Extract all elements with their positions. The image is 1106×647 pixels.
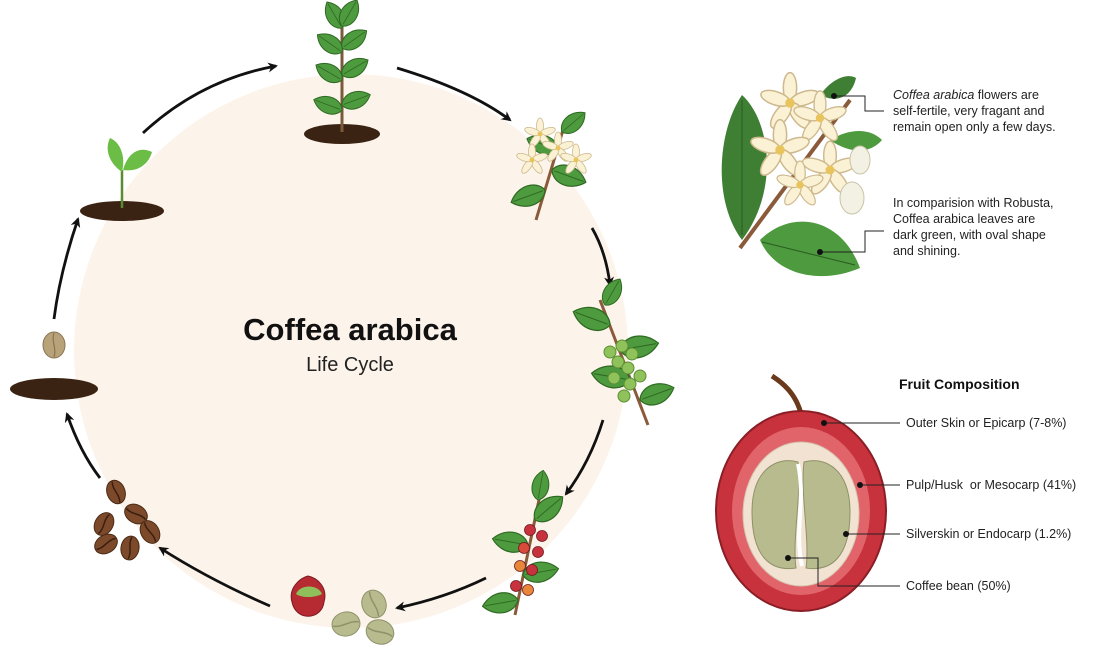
leaf-note-line4: and shining. xyxy=(893,243,1054,259)
composition-label-mesocarp: Pulp/Husk or Mesocarp (41%) xyxy=(906,478,1076,492)
flower-note-line3: remain open only a few days. xyxy=(893,119,1056,135)
flower-pointer-dot xyxy=(831,93,837,99)
flower-note-line1: flowers are xyxy=(974,88,1039,102)
leaf-note-line1: In comparision with Robusta, xyxy=(893,195,1054,211)
fruit-cross-section xyxy=(716,376,886,611)
flower-note: Coffea arabica flowers are self-fertile,… xyxy=(893,87,1056,135)
composition-label-epicarp: Outer Skin or Epicarp (7-8%) xyxy=(906,416,1066,430)
diagram-title: Coffea arabica xyxy=(200,312,500,348)
leaf-note-line3: dark green, with oval shape xyxy=(893,227,1054,243)
mesocarp-pointer-dot xyxy=(857,482,863,488)
epicarp-pointer-dot xyxy=(821,420,827,426)
leaf-note-line2: Coffea arabica leaves are xyxy=(893,211,1054,227)
endocarp-pointer-dot xyxy=(843,531,849,537)
flower-note-line2: self-fertile, very fragant and xyxy=(893,103,1056,119)
diagram-subtitle: Life Cycle xyxy=(200,354,500,377)
flower-illustration xyxy=(722,73,882,276)
arrow-8 xyxy=(54,219,78,319)
fruit-composition-title: Fruit Composition xyxy=(899,376,1020,392)
leaf-note: In comparision with Robusta, Coffea arab… xyxy=(893,195,1054,259)
bean-pointer-dot xyxy=(785,555,791,561)
composition-label-endocarp: Silverskin or Endocarp (1.2%) xyxy=(906,527,1071,541)
leaf-pointer-dot xyxy=(817,249,823,255)
flower-note-species: Coffea arabica xyxy=(893,88,974,102)
composition-label-bean: Coffee bean (50%) xyxy=(906,579,1011,593)
